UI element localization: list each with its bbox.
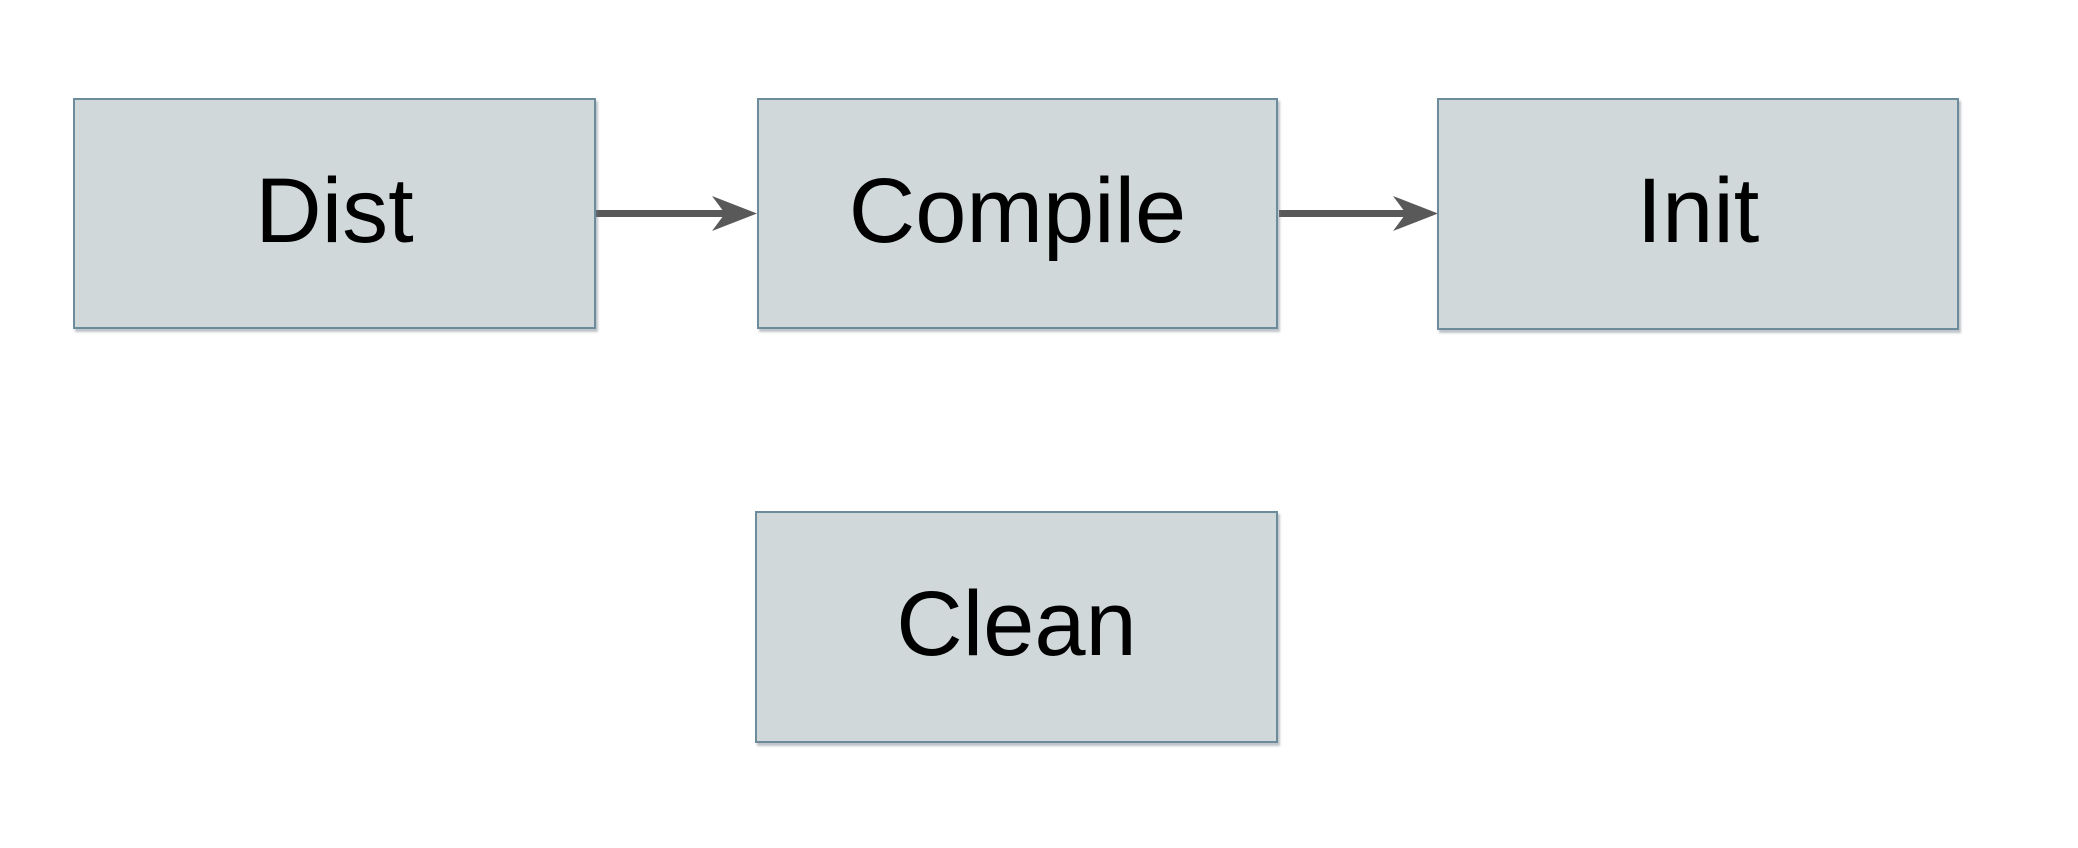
arrowhead-right-icon [1393,196,1438,231]
node-clean: Clean [755,511,1278,743]
arrow-dist-to-compile [596,196,757,231]
arrowhead-right-icon [712,196,757,231]
node-clean-label: Clean [896,573,1137,675]
node-init: Init [1437,98,1959,330]
node-compile: Compile [757,98,1278,329]
node-compile-label: Compile [848,159,1187,262]
node-dist-label: Dist [255,159,414,262]
arrow-compile-to-init [1279,196,1438,231]
node-dist: Dist [73,98,596,329]
node-init-label: Init [1636,160,1760,262]
